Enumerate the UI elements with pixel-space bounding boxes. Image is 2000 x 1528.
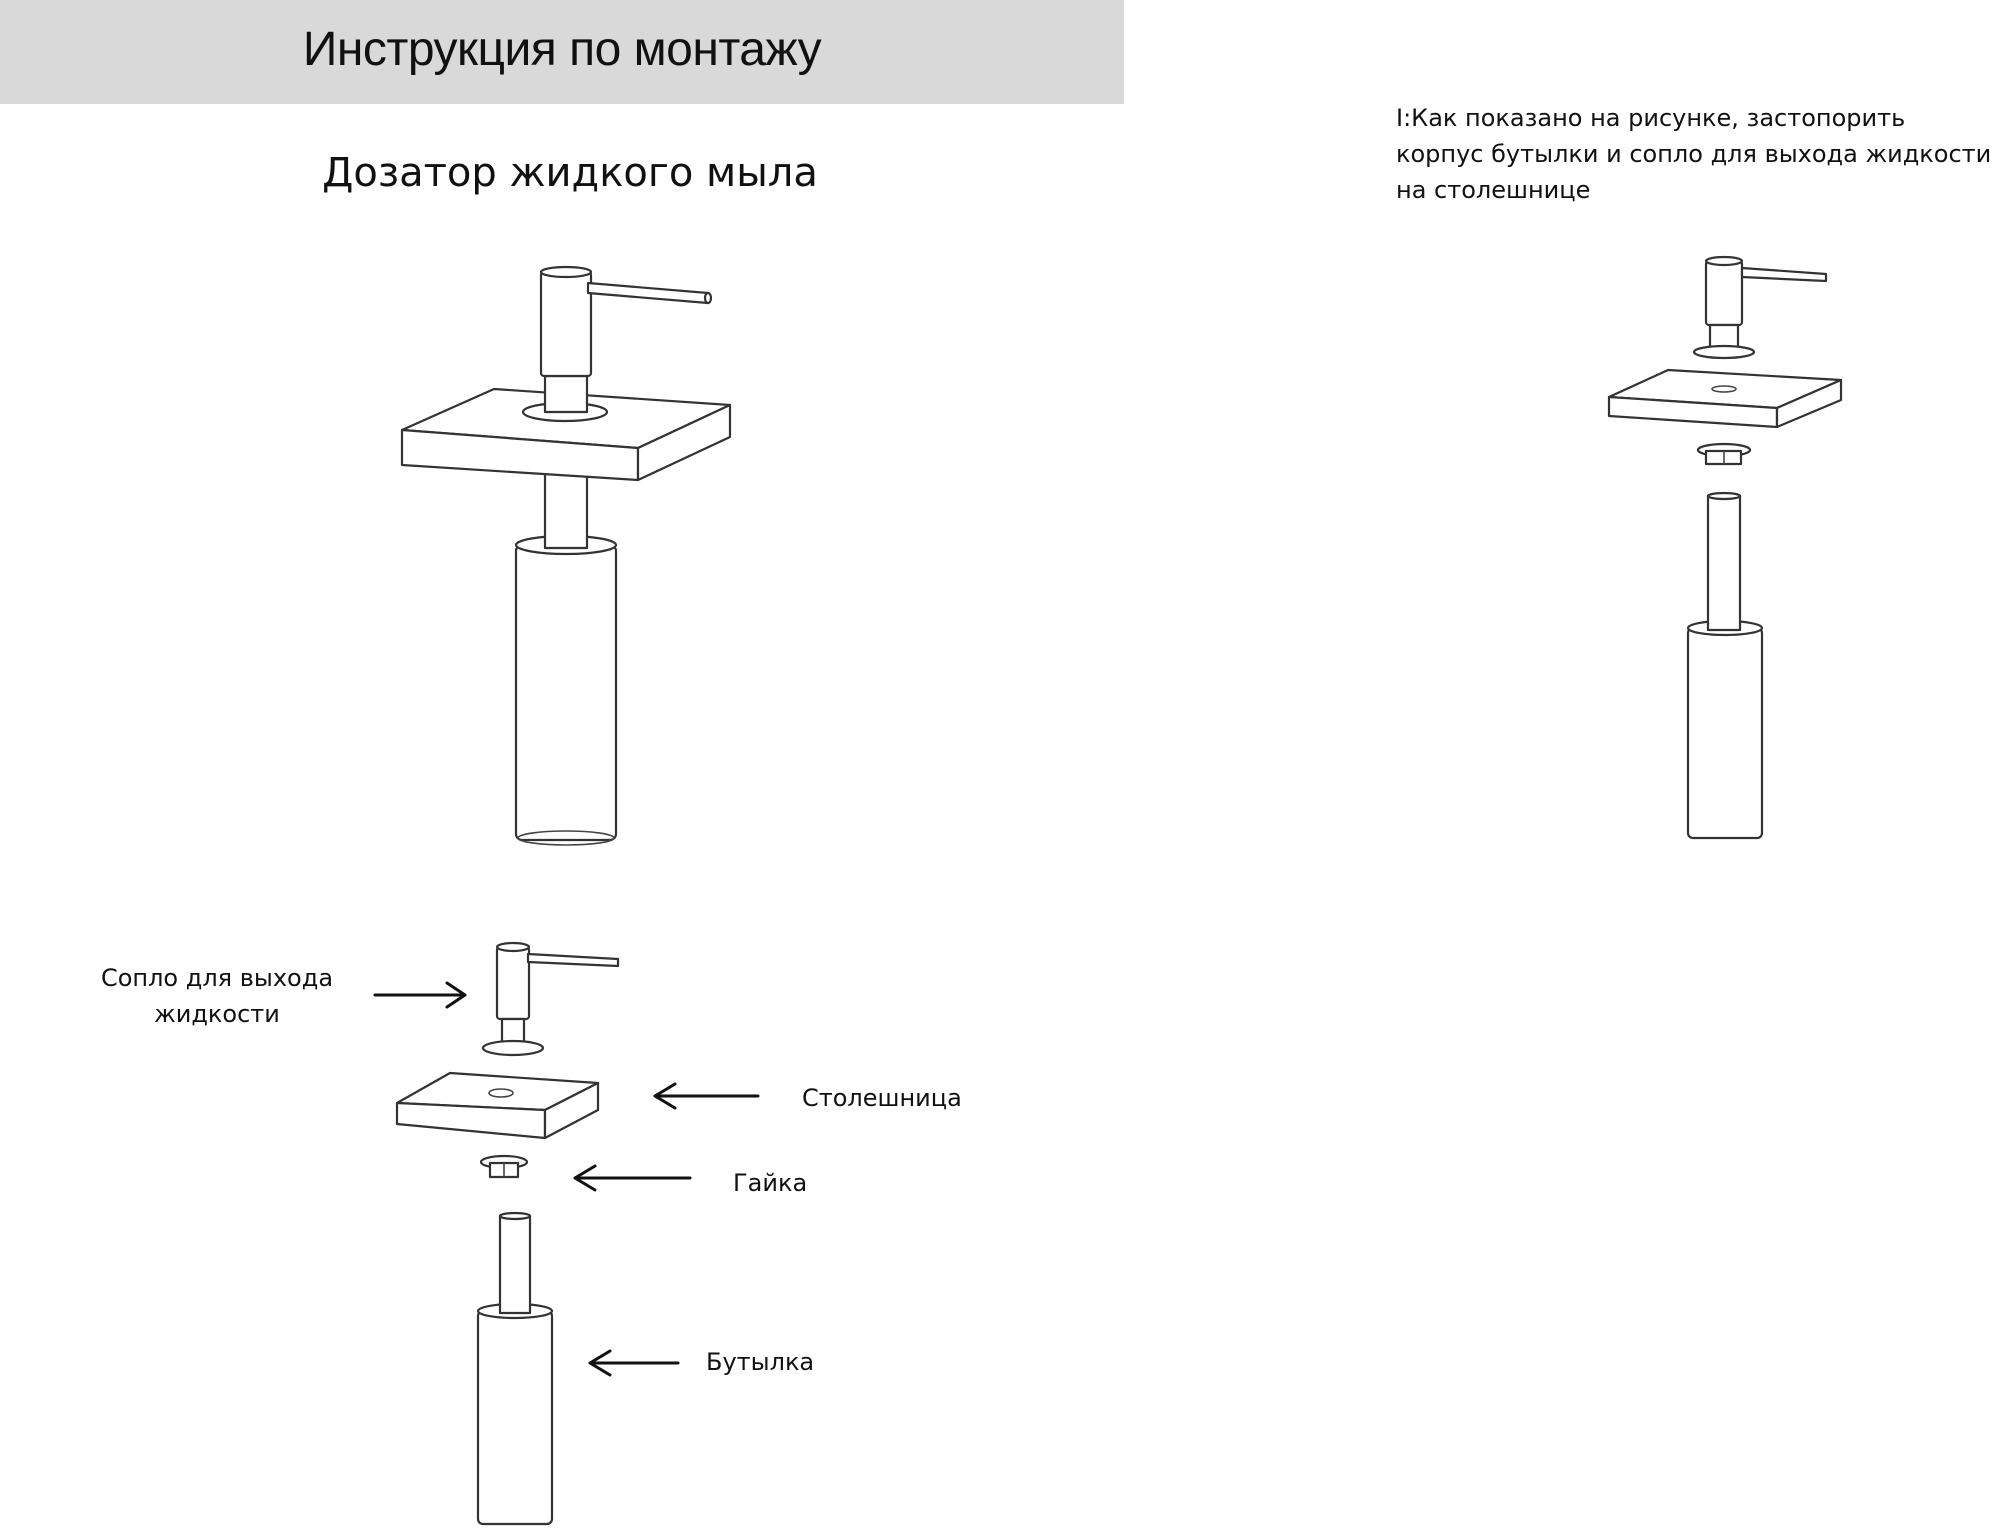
header-band xyxy=(0,0,1124,104)
soap-dispenser-assembled-icon xyxy=(400,265,732,846)
arrow-left-icon xyxy=(573,1164,692,1192)
part-label-nut: Гайка xyxy=(733,1169,808,1197)
part-label-nozzle-line2: жидкости xyxy=(154,1000,280,1028)
soap-dispenser-exploded-icon xyxy=(373,941,760,1526)
bottle-part-icon xyxy=(476,1211,554,1526)
product-title: Дозатор жидкого мыла xyxy=(322,150,818,196)
arrow-left-icon xyxy=(653,1082,760,1110)
part-label-countertop: Столешница xyxy=(802,1084,962,1112)
page-title: Инструкция по монтажу xyxy=(302,23,822,76)
step-1-instruction: I:Как показано на рисунке, застопорить к… xyxy=(1396,104,1992,204)
part-label-nozzle-line1: Сопло для выхода xyxy=(100,964,334,992)
part-label-bottle: Бутылка xyxy=(706,1348,815,1376)
nozzle-part-icon xyxy=(481,941,620,1057)
arrow-left-icon xyxy=(588,1349,680,1377)
nut-part-icon xyxy=(479,1154,529,1179)
arrow-right-icon xyxy=(373,981,467,1009)
soap-dispenser-exploded-icon xyxy=(1607,255,1843,840)
part-label-nozzle: Сопло для выхода жидкости xyxy=(92,960,342,1032)
countertop-part-icon xyxy=(395,1071,600,1140)
